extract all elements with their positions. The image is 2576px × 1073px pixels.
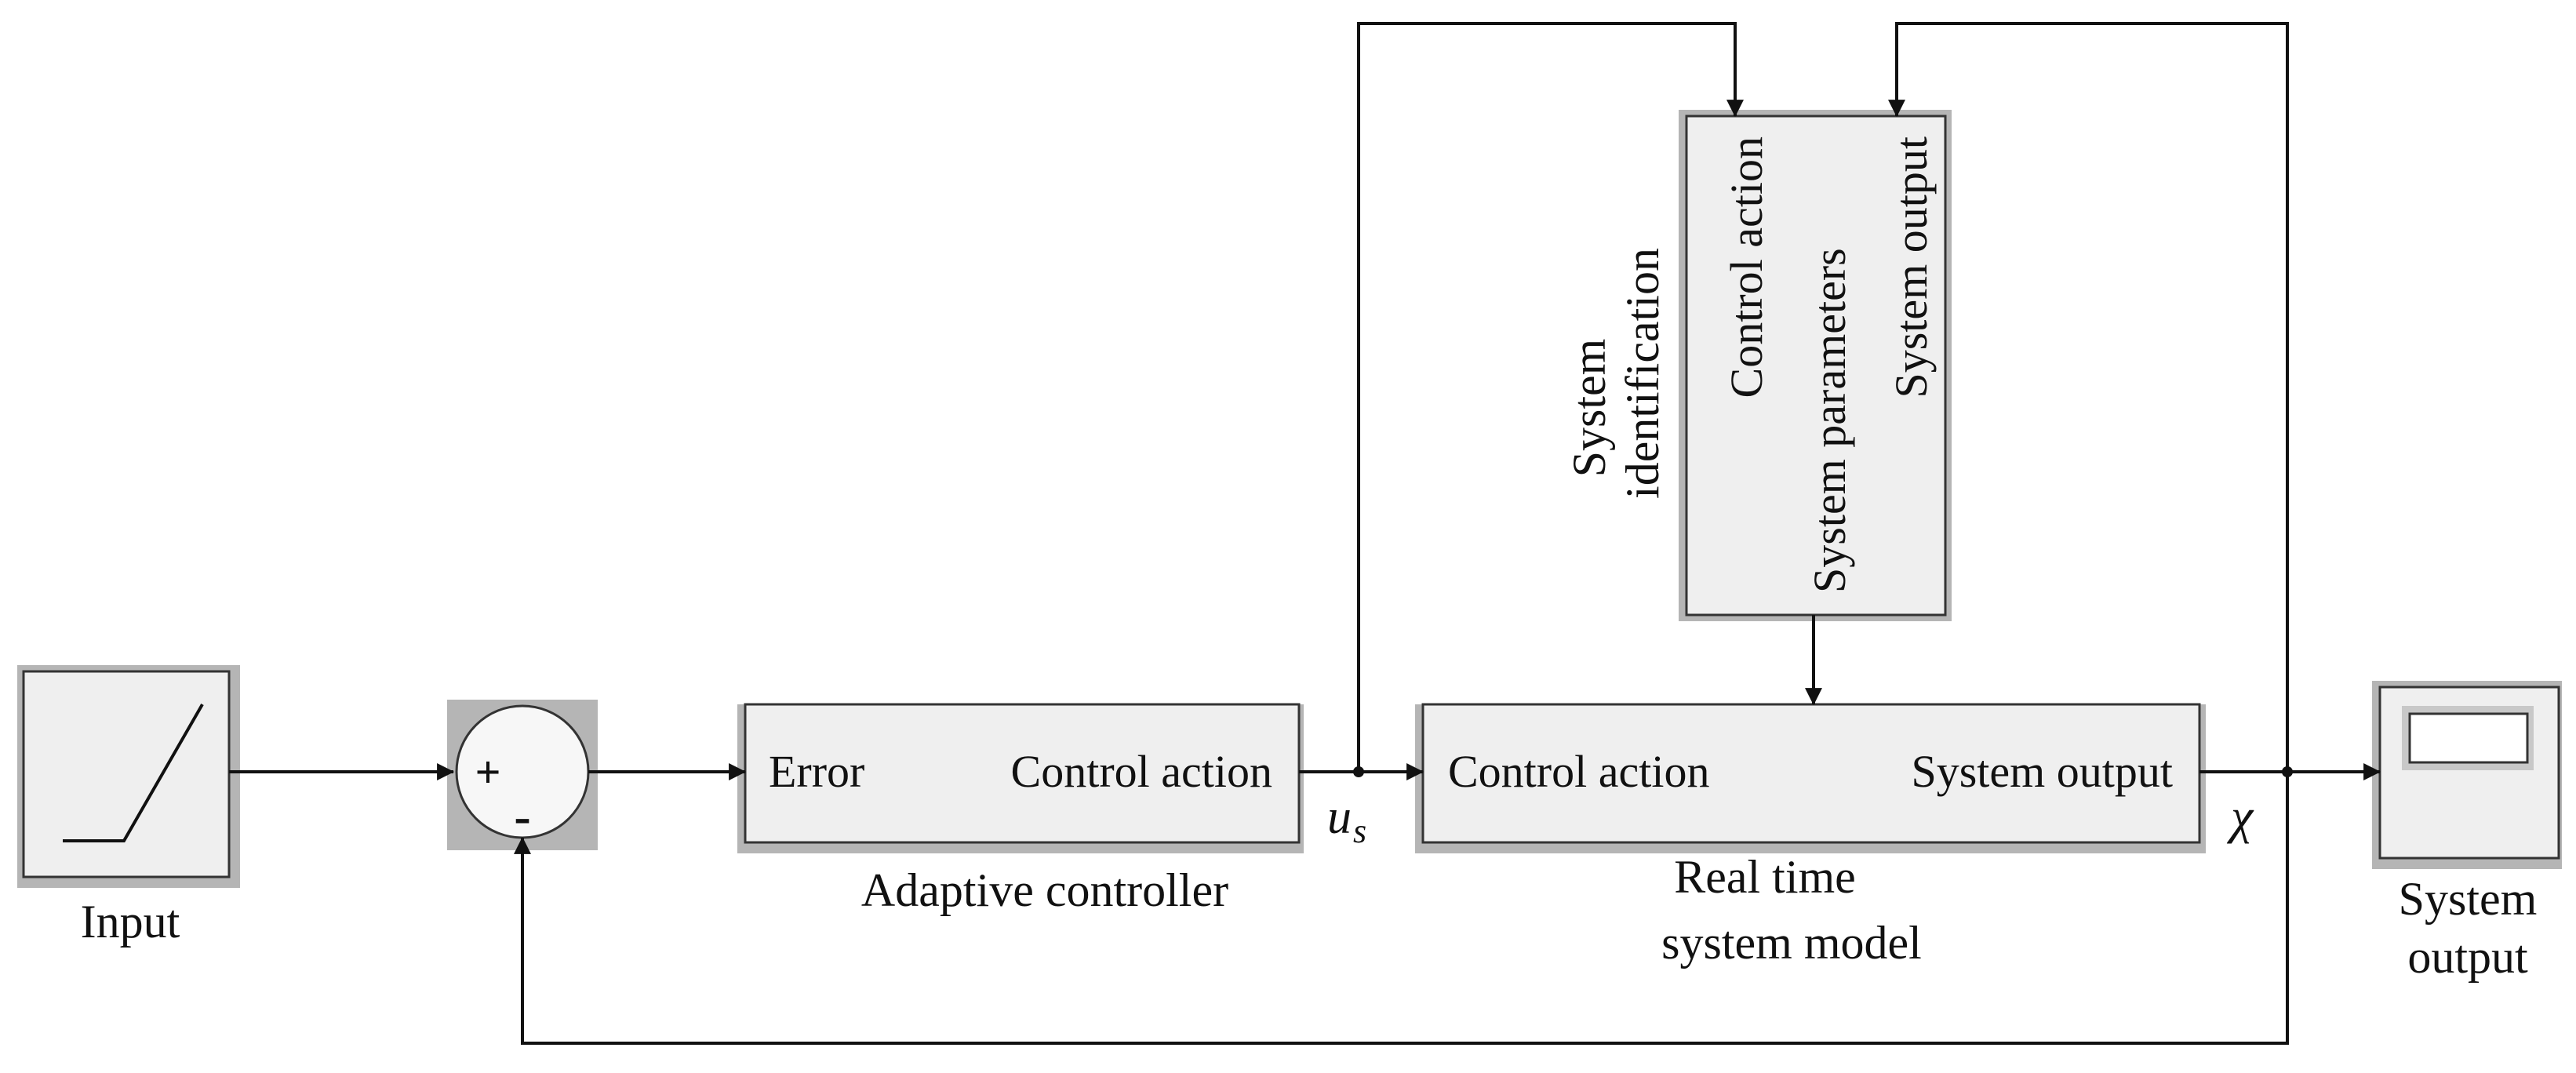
identification-caption-line2: identification (1617, 248, 1668, 499)
model-in-port: Control action (1448, 746, 1709, 797)
sum-block: + - (447, 700, 598, 850)
model-caption-line1: Real time (1674, 851, 1856, 903)
scope-screen-icon (2408, 712, 2529, 764)
identification-block: Control action System parameters System … (1679, 110, 1952, 621)
controller-frame (744, 703, 1301, 844)
model-caption-line2: system model (1661, 917, 1922, 969)
controller-block: Error Control action (737, 703, 1304, 853)
identification-caption-line1: System (1563, 339, 1615, 478)
input-block-frame (22, 670, 231, 878)
plus-sign: + (475, 747, 500, 798)
controller-out-port: Control action (1011, 746, 1272, 797)
controller-in-port: Error (769, 746, 864, 797)
minus-sign: - (514, 788, 530, 844)
model-out-port: System output (1911, 746, 2173, 797)
wire-control-action-to-identification (1357, 22, 1744, 772)
wire-output-to-identification (1888, 22, 2289, 772)
ramp-icon (63, 704, 204, 842)
wire-feedback-to-sum (514, 772, 2289, 1045)
model-block: Control action System output (1415, 703, 2206, 853)
signal-u-s: us (1327, 791, 1366, 850)
scope-caption-line1: System (2399, 873, 2538, 925)
scope-caption-line2: output (2407, 931, 2528, 983)
junction-dot-output (2282, 766, 2293, 777)
scope-block (2372, 681, 2562, 869)
identification-port-system-parameters: System parameters (1804, 248, 1855, 593)
input-block (17, 665, 240, 888)
model-frame (1421, 703, 2201, 844)
junction-dot-control (1353, 766, 1364, 777)
controller-caption: Adaptive controller (861, 864, 1228, 916)
identification-frame (1685, 115, 1947, 617)
signal-chi: χ (2226, 788, 2254, 844)
input-caption: Input (81, 896, 180, 948)
identification-port-system-output: System output (1886, 136, 1937, 398)
signal-u-main: u (1327, 791, 1352, 844)
signal-u-subscript: s (1353, 812, 1366, 850)
identification-port-control-action: Control action (1721, 136, 1772, 398)
